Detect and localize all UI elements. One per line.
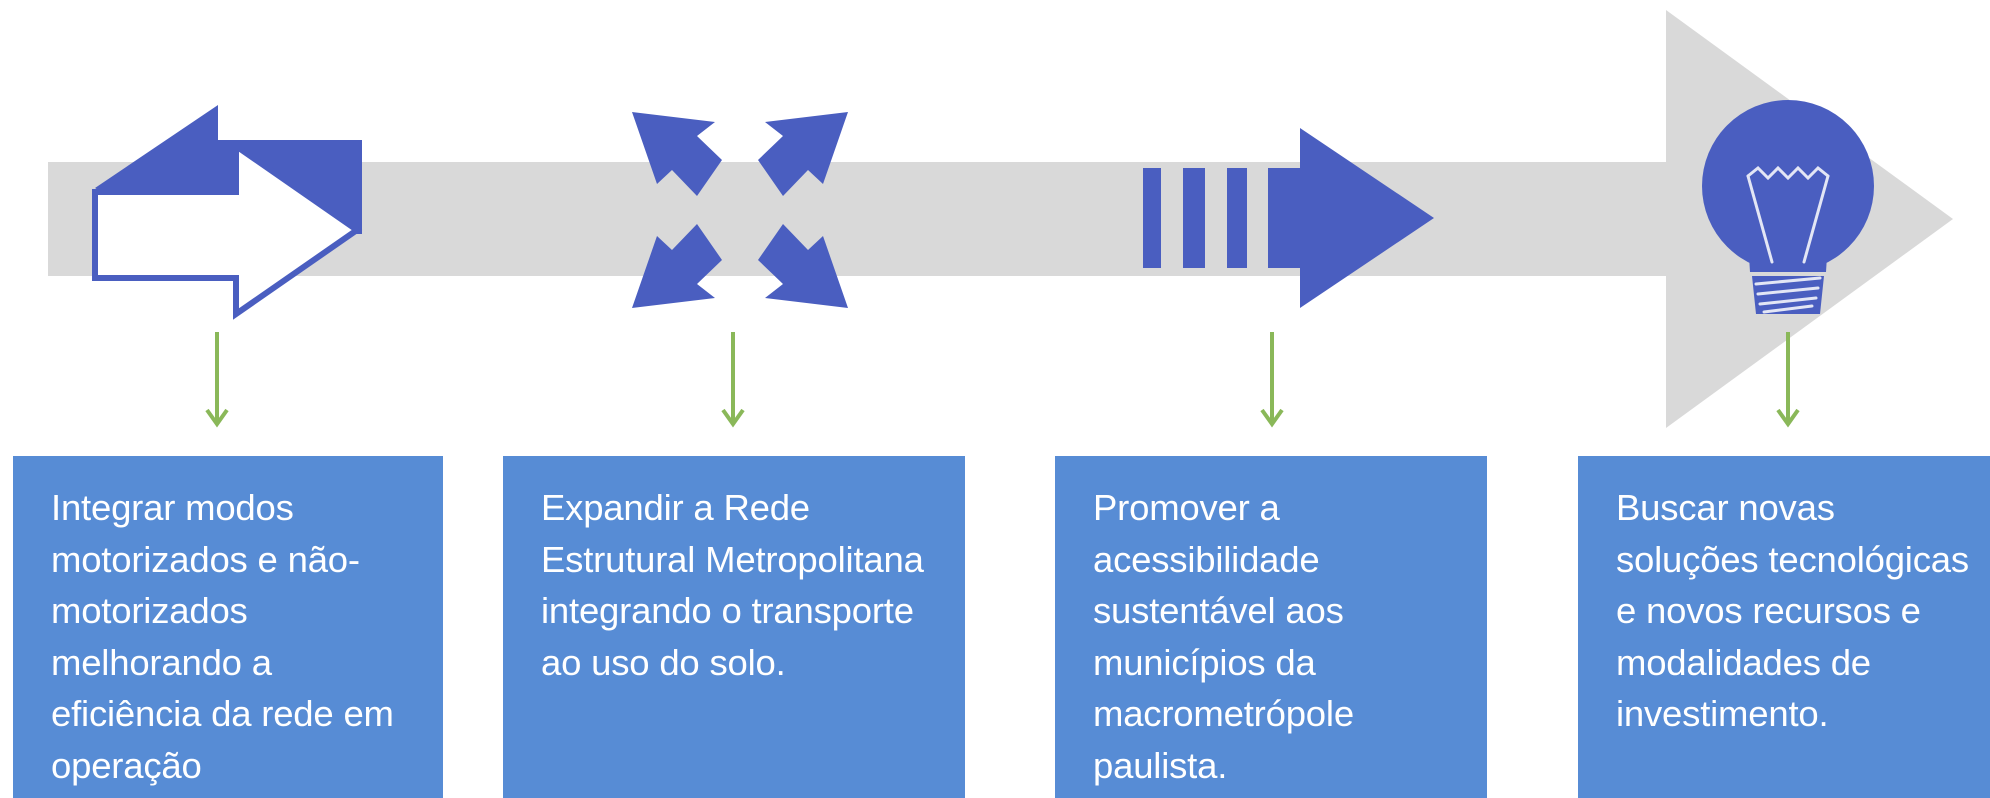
integrate-arrows-icon (92, 105, 363, 320)
connector-arrow (205, 332, 229, 428)
step-card-2: Expandir a Rede Estrutural Metropolitana… (503, 456, 965, 798)
expand-arrows-icon (632, 112, 848, 308)
light-bulb-icon (1702, 100, 1874, 314)
step-card-1: Integrar modos motorizados e não-motoriz… (13, 456, 443, 798)
step-card-3: Promover a acessibilidade sustentável ao… (1055, 456, 1487, 798)
connector-arrow (1260, 332, 1284, 428)
step-text-2: Expandir a Rede Estrutural Metropolitana… (541, 487, 924, 683)
connector-arrow (1776, 332, 1800, 428)
step-text-4: Buscar novas soluções tecnológicas e nov… (1616, 487, 1969, 734)
step-card-4: Buscar novas soluções tecnológicas e nov… (1578, 456, 1990, 798)
step-text-1: Integrar modos motorizados e não-motoriz… (51, 487, 394, 786)
connector-arrow (721, 332, 745, 428)
forward-arrow-icon (1143, 128, 1434, 308)
step-text-3: Promover a acessibilidade sustentável ao… (1093, 487, 1354, 786)
